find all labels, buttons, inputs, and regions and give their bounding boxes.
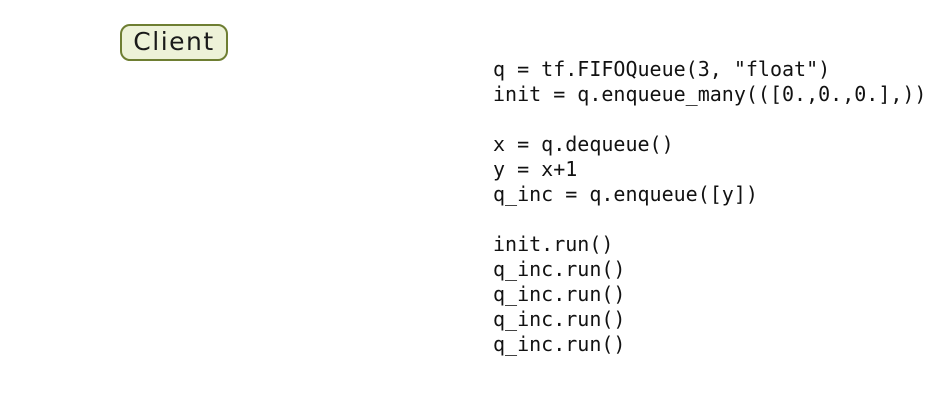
client-badge: Client [120,24,228,61]
client-code-block: q = tf.FIFOQueue(3, "float") init = q.en… [493,57,927,356]
client-badge-label: Client [133,27,215,56]
